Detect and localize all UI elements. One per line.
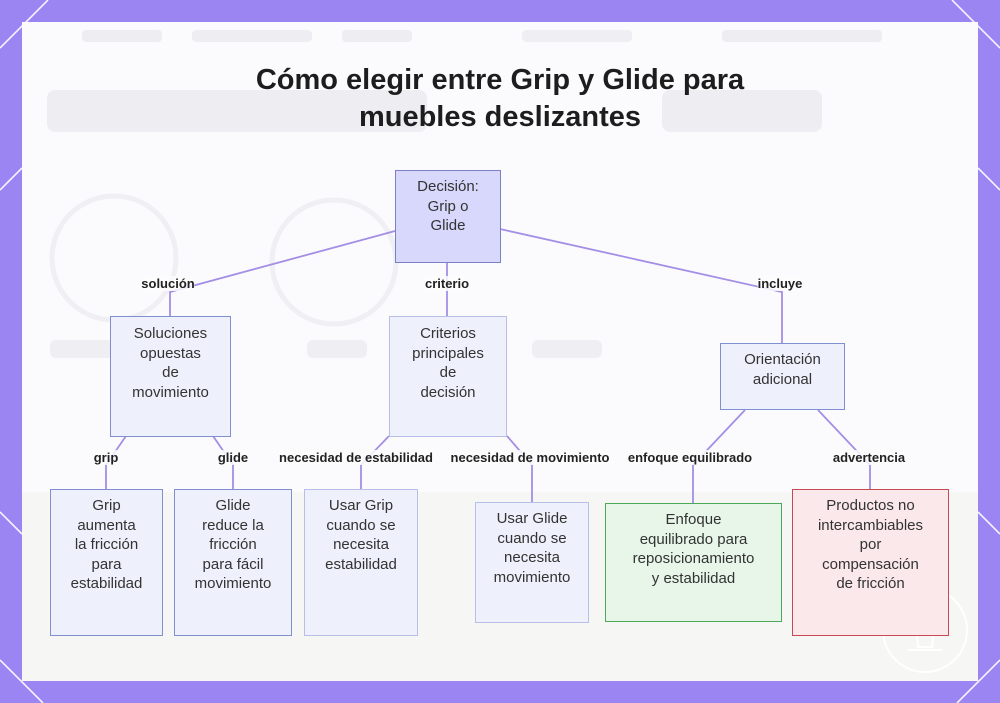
edge-label-necesidad-movimiento: necesidad de movimiento bbox=[450, 450, 610, 465]
edge-soluciones-glide bbox=[212, 435, 234, 489]
edge-root-soluciones bbox=[169, 230, 396, 316]
edge-orientacion-enfoque bbox=[692, 409, 746, 503]
edge-label-glide: glide bbox=[217, 450, 249, 465]
title-line-2: muebles deslizantes bbox=[358, 101, 642, 133]
edge-criterios-usarglide bbox=[506, 435, 533, 502]
edge-label-advertencia: advertencia bbox=[832, 450, 906, 465]
diagram-title: Cómo elegir entre Grip y Glide para mueb… bbox=[0, 62, 1000, 136]
edge-label-enfoque-equilibrado: enfoque equilibrado bbox=[627, 450, 753, 465]
edge-orientacion-productos bbox=[817, 409, 871, 489]
edge-soluciones-grip bbox=[105, 435, 127, 489]
edge-label-criterio: criterio bbox=[424, 276, 470, 291]
edge-label-solucion: solución bbox=[141, 276, 195, 291]
edge-criterios-usargrip bbox=[360, 435, 390, 489]
edge-root-orientacion bbox=[499, 228, 783, 343]
edge-label-incluye: incluye bbox=[757, 276, 803, 291]
edge-label-grip: grip bbox=[93, 450, 119, 465]
edge-label-necesidad-estabilidad: necesidad de estabilidad bbox=[279, 450, 433, 465]
title-line-1: Cómo elegir entre Grip y Glide para bbox=[255, 64, 745, 96]
